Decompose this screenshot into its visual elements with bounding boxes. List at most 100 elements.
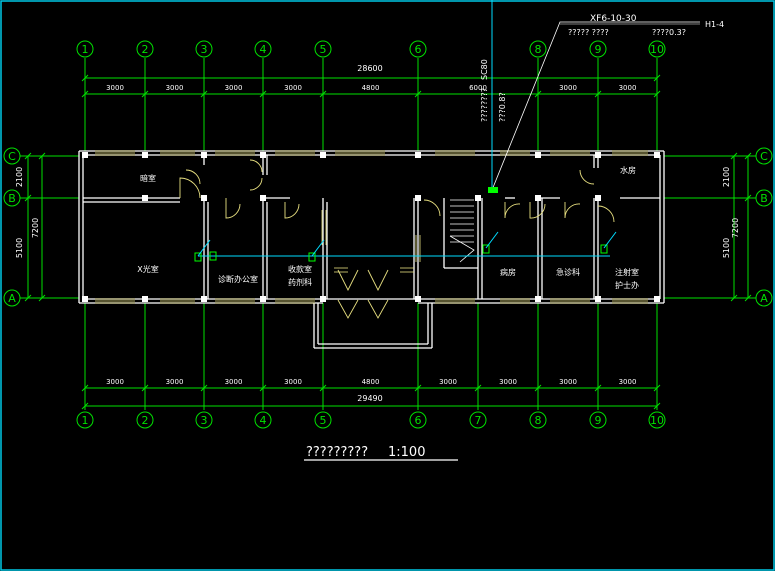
bottom-total-dim: 29490 <box>357 394 382 403</box>
room-clinic-office: 诊断办公室 <box>218 274 258 284</box>
top-seg-dim-3: 3000 <box>284 84 302 92</box>
door-7 <box>529 202 546 219</box>
vertical-note-2: ???0.8? <box>498 92 507 122</box>
axis-grid-lines <box>20 58 756 410</box>
column-16 <box>654 152 660 158</box>
bottom-seg-dim-7: 3000 <box>559 378 577 386</box>
top-segment-dimline-tick-1 <box>141 90 149 98</box>
column-20 <box>260 195 266 201</box>
axis-bubble-bottom-8-circle <box>529 411 547 429</box>
fixture-2 <box>482 244 490 254</box>
axis-bubble-right-A-label: A <box>760 292 768 305</box>
doors <box>179 159 615 319</box>
axis-bubble-bottom-10-circle <box>648 411 666 429</box>
column-6 <box>260 152 266 158</box>
axis-bubble-top-9-label: 9 <box>595 43 602 56</box>
axis-bubble-top-8-circle <box>529 40 547 58</box>
column-2 <box>142 152 148 158</box>
door-0 <box>179 177 201 199</box>
feeder-label: H1-4 <box>705 20 724 29</box>
axis-bubble-top-2-circle <box>136 40 154 58</box>
cable-note-1: ????? ???? <box>568 28 609 37</box>
column-21 <box>415 195 421 201</box>
axis-bubble-left-A-circle <box>3 289 21 307</box>
top-seg-dim-7: 3000 <box>619 84 637 92</box>
axis-bubble-top-4-circle <box>254 40 272 58</box>
axis-bubble-bottom-2-label: 2 <box>142 414 149 427</box>
cable-code: XF6-10-30 <box>590 14 637 24</box>
bottom-seg-dim-1: 3000 <box>166 378 184 386</box>
bottom-seg-dim-8: 3000 <box>619 378 637 386</box>
axis-bubble-bottom-7-label: 7 <box>475 414 482 427</box>
vertical-code: SC80 <box>480 59 489 80</box>
top-seg-dim-1: 3000 <box>166 84 184 92</box>
drawing-title: ????????? <box>306 445 368 460</box>
left-total-dimline-tick-0 <box>38 152 46 160</box>
axis-bubble-top-6-circle <box>409 40 427 58</box>
column-15 <box>595 296 601 302</box>
fixture-lead-3 <box>603 231 617 249</box>
top-segment-dimline-tick-3 <box>259 90 267 98</box>
bottom-seg-dim-3: 3000 <box>284 378 302 386</box>
bottom-segment-dimline-tick-0 <box>81 384 89 392</box>
axis-bubble-top-6-label: 6 <box>415 43 422 56</box>
axis-bubble-top-10-label: 10 <box>650 43 664 56</box>
right-total-dimline-tick-0 <box>730 152 738 160</box>
drawing-scale: 1:100 <box>388 445 425 460</box>
top-segment-dimline-tick-2 <box>200 90 208 98</box>
bottom-seg-dim-0: 3000 <box>106 378 124 386</box>
fixture-lead-2 <box>485 231 499 249</box>
axis-bubble-bottom-3-circle <box>195 411 213 429</box>
column-22 <box>475 195 481 201</box>
column-17 <box>654 296 660 302</box>
axis-bubble-right-B-circle <box>755 189 773 207</box>
door-9 <box>597 205 615 223</box>
bottom-total-dimline-tick-1 <box>653 402 661 410</box>
bottom-segment-dimline-tick-9 <box>653 384 661 392</box>
bottom-segment-dimline-tick-8 <box>594 384 602 392</box>
left-segment-dimline-tick-2 <box>24 294 32 302</box>
fixture-lead-1 <box>311 239 325 257</box>
dimension-lines <box>24 74 752 410</box>
axis-bubble-bottom-5-label: 5 <box>320 414 327 427</box>
side-dim-left-b-a: 5100 <box>15 238 24 258</box>
top-seg-dim-5: 6000 <box>469 84 487 92</box>
door-12 <box>337 269 389 292</box>
axis-bubble-bottom-5-circle <box>314 411 332 429</box>
axis-bubble-bottom-7-circle <box>469 411 487 429</box>
column-19 <box>201 195 207 201</box>
axis-bubble-top-3-circle <box>195 40 213 58</box>
axis-bubble-bottom-6-label: 6 <box>415 414 422 427</box>
column-23 <box>535 195 541 201</box>
room-injection-line2: 护士办 <box>615 280 639 290</box>
top-total-dimline-tick-0 <box>81 74 89 82</box>
left-total-dimline-tick-1 <box>38 294 46 302</box>
staircase <box>449 199 475 263</box>
bottom-seg-dim-5: 3000 <box>439 378 457 386</box>
axis-bubble-left-C-label: C <box>8 150 16 163</box>
side-dim-right-c-b: 2100 <box>722 167 731 187</box>
fixture-1 <box>308 252 316 262</box>
bottom-segment-dimline-tick-6 <box>474 384 482 392</box>
column-8 <box>320 152 326 158</box>
bottom-seg-dim-4: 4800 <box>362 378 380 386</box>
column-24 <box>595 195 601 201</box>
top-segment-dimline-tick-5 <box>414 90 422 98</box>
door-6 <box>504 202 521 219</box>
room-ward: 病房 <box>500 267 516 277</box>
column-4 <box>201 152 207 158</box>
door-13 <box>337 299 389 319</box>
column-0 <box>82 152 88 158</box>
side-dim-left-c-b: 2100 <box>15 167 24 187</box>
distribution-box <box>488 187 498 193</box>
top-seg-dim-6: 3000 <box>559 84 577 92</box>
top-seg-dim-0: 3000 <box>106 84 124 92</box>
side-total-dim-right: 7200 <box>731 218 740 238</box>
axis-bubble-top-4-label: 4 <box>260 43 267 56</box>
axis-bubble-top-10-circle <box>648 40 666 58</box>
column-12 <box>535 152 541 158</box>
cable-note-2: ????0.3? <box>652 28 686 37</box>
